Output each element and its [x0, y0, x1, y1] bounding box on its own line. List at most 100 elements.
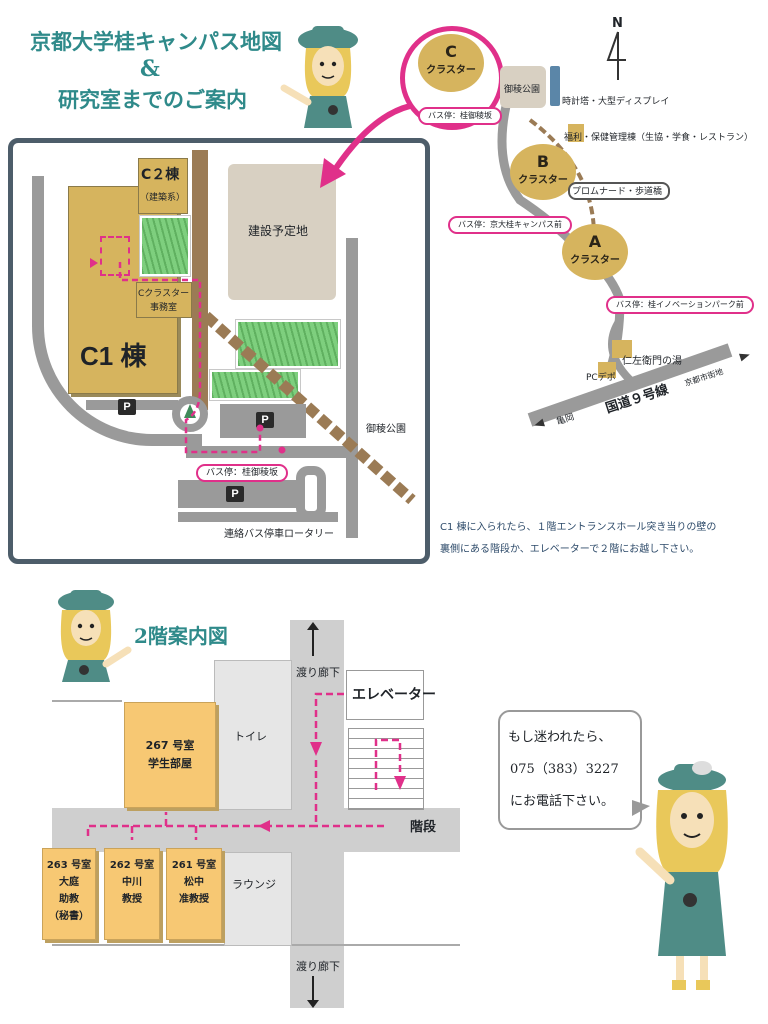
room-267: 267 号室 学生部屋 [124, 702, 216, 808]
parking-icon-bottom: P [226, 486, 244, 502]
cluster-c-letter: C [445, 42, 457, 61]
cluster-a-letter: A [588, 232, 602, 251]
cluster-a: A クラスター [562, 224, 628, 280]
road-rotary-bottom [178, 512, 338, 522]
room-263-extra: （秘書） [49, 911, 89, 922]
contact-bubble [498, 710, 642, 830]
contact-bubble-tail [632, 800, 650, 816]
title-line3: 研究室までのご案内 [58, 87, 247, 112]
overview-park-label: 御稜公園 [504, 85, 541, 95]
room-263-name: 大庭 [59, 877, 79, 888]
elevator-box [346, 670, 424, 720]
c2-building [138, 158, 188, 214]
instructions-line1: C1 棟に入られたら、１階エントランスホール突き当りの壁の [440, 522, 717, 533]
lounge-room [224, 852, 292, 946]
clock-tower-label: 時計塔・大型ディスプレイ [562, 97, 670, 107]
instructions-line2: 裏側にある階段か、エレベーターで２階にお越し下さい。 [440, 544, 700, 555]
north-n: N [612, 16, 623, 31]
bus-stop-b: バス停：京大桂キャンパス前 [448, 216, 572, 234]
c1-entrance-marker [100, 236, 130, 276]
parking-icon-center: P [256, 412, 274, 428]
toilet-label: トイレ [234, 730, 267, 743]
pc-depot-building [598, 362, 616, 378]
elevator-label: エレベーター [352, 687, 436, 703]
bus-stop-a: バス停：桂イノベーションパーク前 [606, 296, 754, 314]
cluster-a-label: クラスター [570, 255, 620, 266]
welfare-building [568, 124, 584, 142]
promenade-box [568, 182, 670, 200]
room-262: 262 号室 中川 教授 [104, 848, 160, 940]
promenade-label: プロムナード・歩道橋 [572, 187, 663, 197]
welfare-label: 福利・保健管理棟（生協・学食・レストラン） [564, 133, 754, 143]
bus-stop-c: バス停：桂御稜坂 [418, 107, 502, 125]
c2-building-sub: （建築系） [140, 193, 186, 203]
cluster-b-label: クラスター [518, 175, 568, 186]
room-267-name: 学生部屋 [148, 757, 192, 770]
c-cluster-office-line1: Cクラスター [138, 289, 190, 299]
cluster-c-label: クラスター [426, 65, 476, 76]
construction-site [228, 164, 336, 300]
stairs-label: 階段 [410, 820, 437, 835]
room-263-role: 助教 [59, 894, 79, 905]
room-261-number: 261 号室 [171, 860, 217, 871]
park-label: 御稜公園 [366, 424, 406, 435]
bridge-bottom-label: 渡り廊下 [296, 960, 340, 973]
room-262-name: 中川 [122, 877, 142, 888]
lounge-label: ラウンジ [232, 878, 276, 891]
brown-walkway [192, 150, 208, 410]
wall-top [52, 700, 122, 702]
bridge-arrow-top-head [307, 622, 319, 630]
road-right-vertical [346, 238, 358, 538]
green-field-upper [235, 319, 341, 369]
guide-character-top [280, 26, 358, 128]
parking-icon-left: P [118, 399, 136, 415]
bridge-top-label: 渡り廊下 [296, 666, 340, 679]
pc-depot-label: PCデポ [586, 373, 616, 383]
room-261-name: 松中 [184, 877, 204, 888]
c2-courtyard-green [139, 215, 191, 277]
jinzaemon-label: 仁左衛門の湯 [622, 356, 682, 367]
corridor-vertical [290, 620, 344, 1008]
c-cluster-office [136, 282, 192, 318]
rotary-label: 連絡バス停車ロータリー [224, 529, 334, 540]
c2-building-name: C２棟 [141, 167, 180, 183]
guide-character-bottom [635, 761, 728, 990]
c1-entrance-arrow [90, 258, 98, 268]
room-261: 261 号室 松中 准教授 [166, 848, 222, 940]
title-ampersand: & [140, 56, 160, 82]
north-arrow-icon [606, 31, 626, 80]
contact-line1: もし迷われたら、 [508, 730, 612, 745]
room-263-number: 263 号室 [46, 860, 92, 871]
corridor-horizontal [52, 808, 460, 852]
walking-route [118, 262, 286, 454]
c-cluster-office-line2: 事務室 [150, 303, 178, 313]
bus-stop-label: バス停：桂御稜坂 [196, 464, 289, 482]
cluster-b-letter: B [536, 152, 550, 171]
promenade-dashed-diagonal [202, 311, 416, 505]
contact-phone: 075（383）3227 [510, 762, 619, 777]
title-line1: 京都大学桂キャンパス地図 [30, 29, 282, 54]
room-263: 263 号室 大庭 助教 （秘書） [42, 848, 96, 940]
bridge-arrow-bottom-head [307, 1000, 319, 1008]
stairs-box [348, 728, 424, 810]
zoom-arrow [320, 103, 411, 188]
bridge-arrow-top-icon [312, 626, 314, 656]
guide-character-middle [58, 590, 132, 682]
bridge-arrow-bottom-icon [312, 976, 314, 1002]
road-bottom-horizontal [186, 446, 358, 458]
room-261-role: 准教授 [179, 894, 209, 905]
overview-park [500, 66, 546, 108]
room-262-number: 262 号室 [109, 860, 155, 871]
room-267-number: 267 号室 [145, 739, 195, 752]
c1-building-label: C1 棟 [80, 341, 147, 371]
jinzaemon-building [612, 340, 632, 358]
cluster-b: B クラスター [510, 144, 576, 200]
clock-tower-icon [550, 66, 560, 106]
toilet-room [214, 660, 292, 810]
contact-line3: にお電話下さい。 [510, 794, 615, 809]
room-262-role: 教授 [122, 894, 142, 905]
floor-guide-title: 2階案内図 [134, 624, 228, 648]
cluster-c: C クラスター [418, 34, 484, 92]
construction-site-label: 建設予定地 [248, 224, 309, 238]
